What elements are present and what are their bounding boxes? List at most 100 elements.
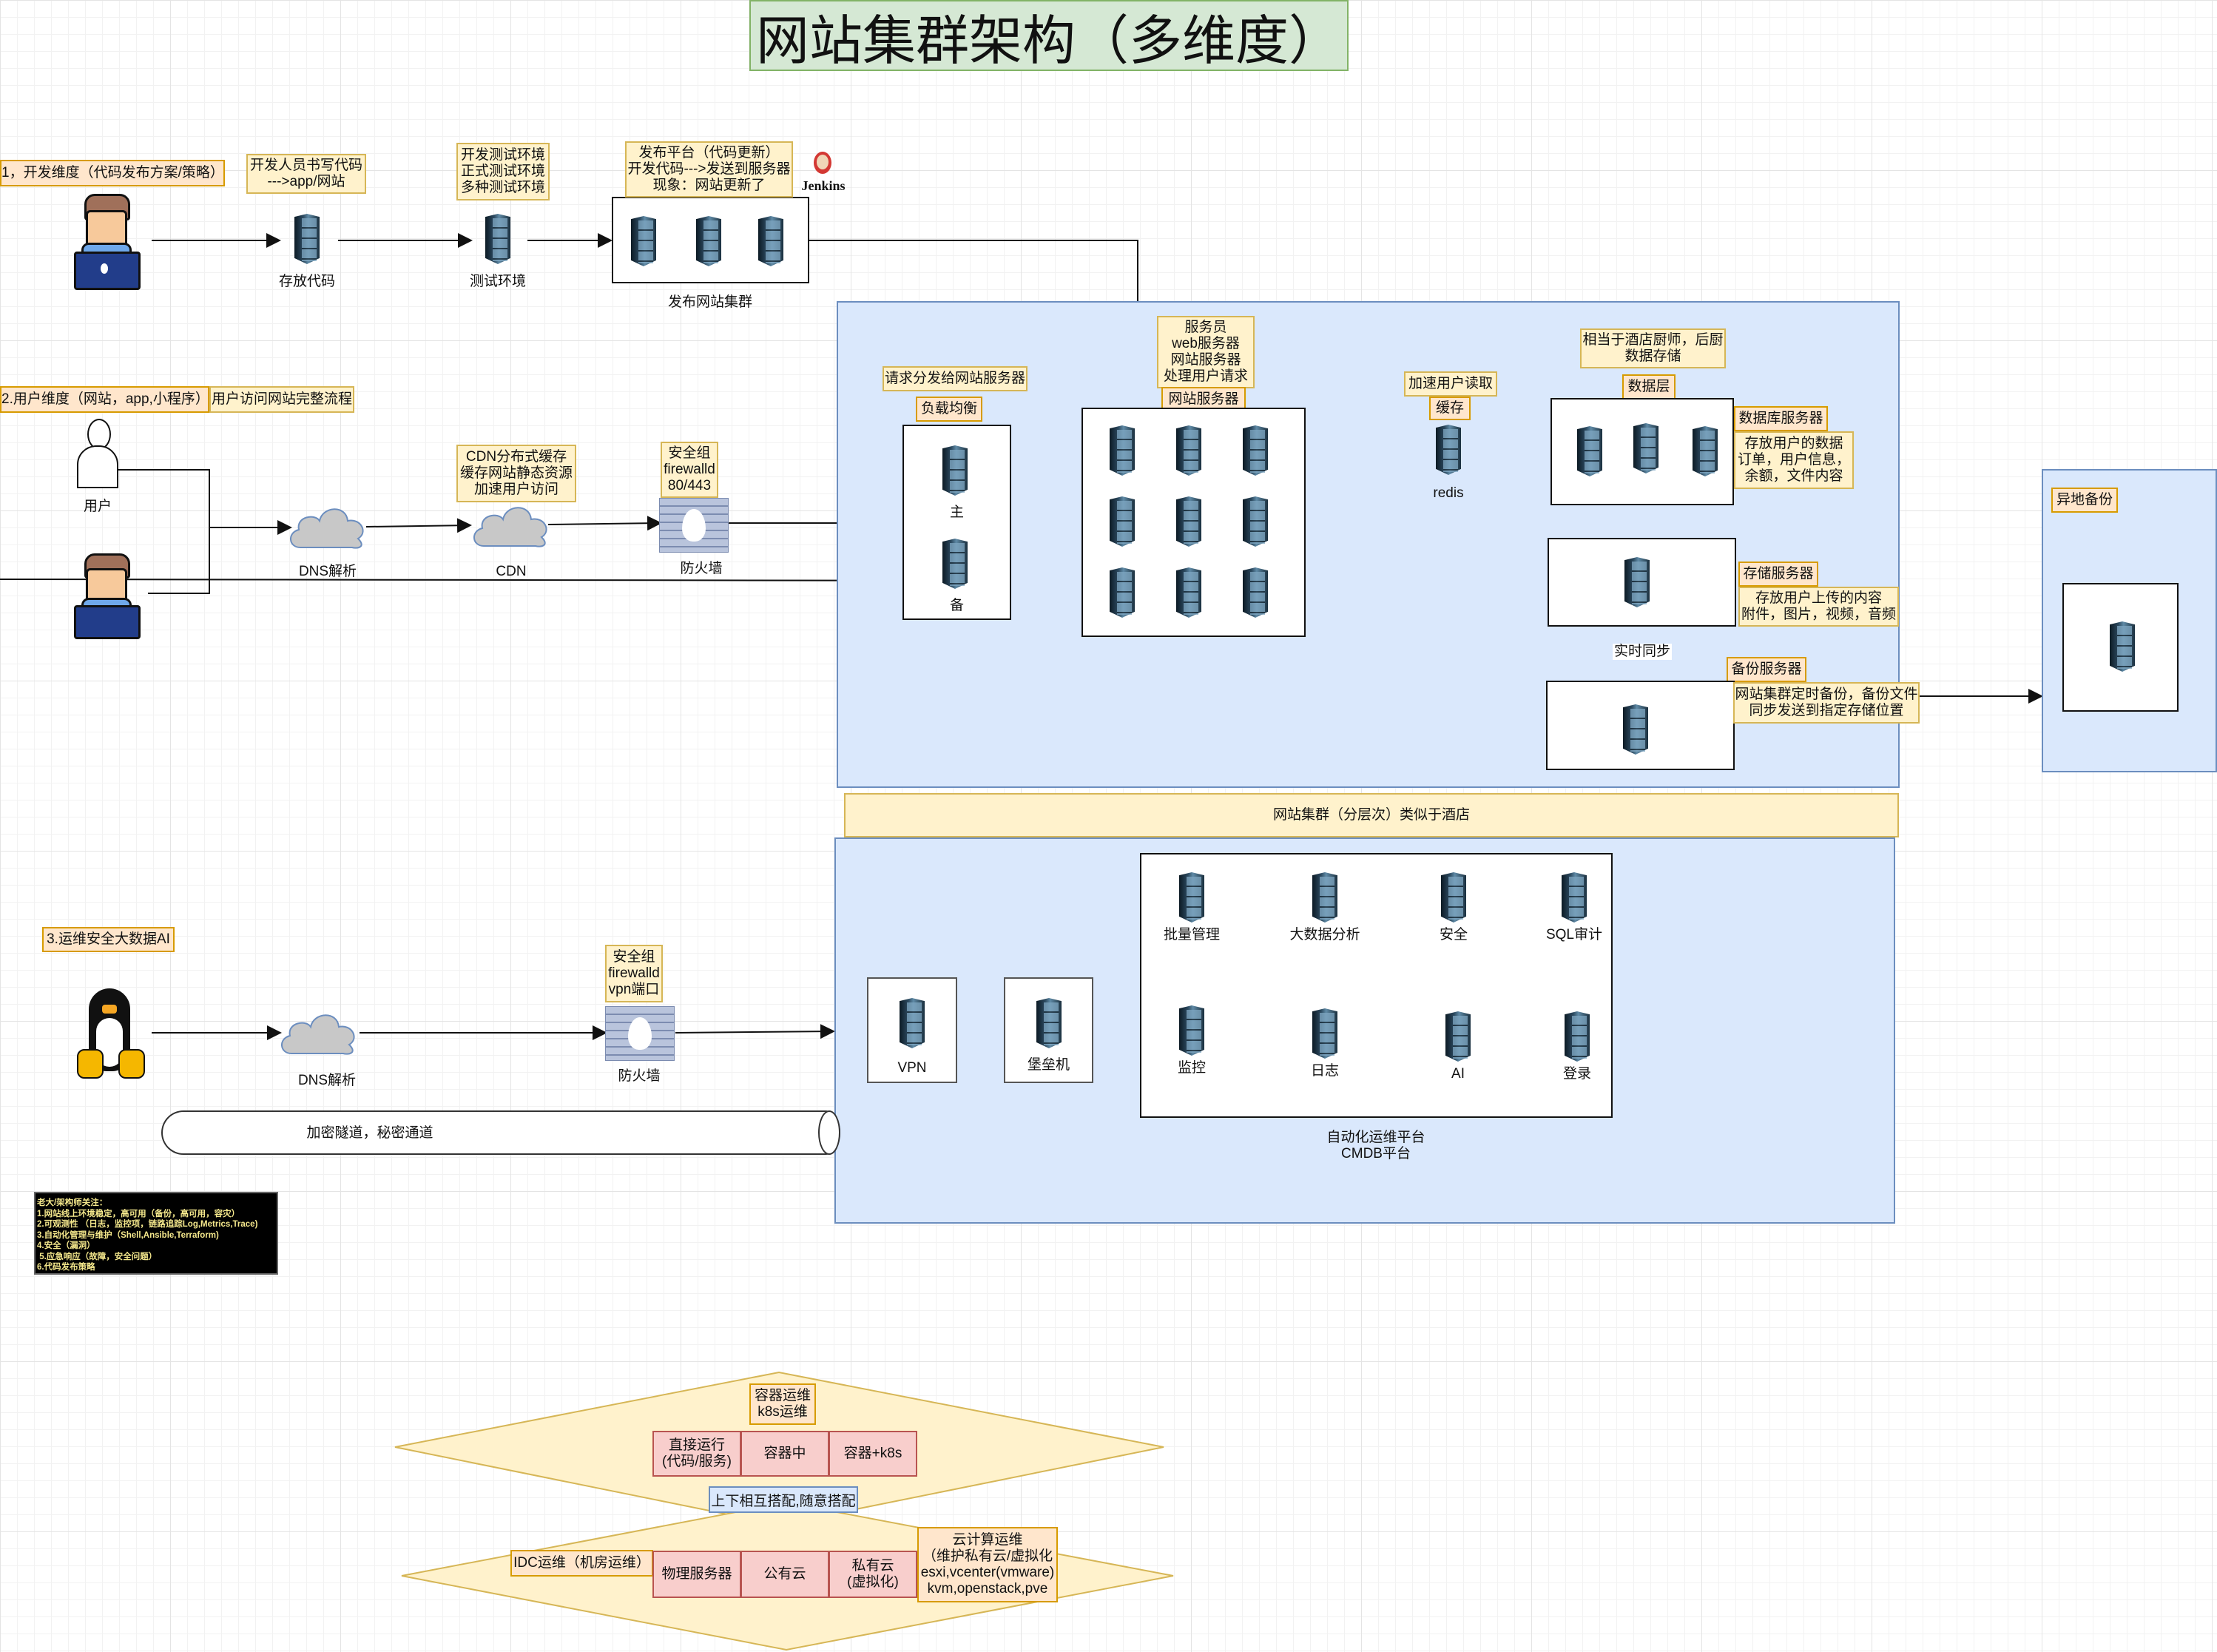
load-balancer-box: 主 备 (902, 425, 1011, 620)
container-cell[interactable]: 容器中 (740, 1431, 829, 1477)
note-publish-platform: 发布平台（代码更新） 开发代码--->发送到服务器 现象：网站更新了 (625, 141, 793, 198)
idc-ops-tag: IDC运维（机房运维） (510, 1550, 653, 1577)
cache-tag: 缓存 (1429, 397, 1471, 420)
ops-section-label: 3.运维安全大数据AI (42, 927, 175, 952)
server-icon (754, 212, 788, 271)
redis-server-icon (1431, 420, 1465, 479)
architect-note-item: 1.网站线上环境稳定，高可用（备份，高可用，容灾） (37, 1209, 240, 1218)
server-icon (1573, 422, 1607, 481)
server-icon (1557, 868, 1591, 927)
page-title: 网站集群架构（多维度） (749, 0, 1349, 71)
platform-item[interactable]: 批量管理 (1155, 868, 1229, 943)
backup-box (1546, 681, 1735, 770)
server-icon (1688, 422, 1722, 481)
architect-notes: 老大/架构师关注： 1.网站线上环境稳定，高可用（备份，高可用，容灾） 2.可观… (34, 1192, 278, 1275)
server-icon (2105, 617, 2139, 676)
server-icon (1560, 1007, 1594, 1066)
ops-dns-label: DNS解析 (297, 1073, 357, 1088)
publish-cluster-label: 发布网站集群 (667, 294, 752, 310)
publish-cluster-box (612, 197, 809, 283)
server-icon (1172, 421, 1206, 480)
platform-item[interactable]: AI (1421, 1007, 1495, 1082)
server-icon (938, 441, 972, 500)
note-developer: 开发人员书写代码 --->app/网站 (246, 154, 366, 194)
architect-note-item: 5.应急响应（故障，安全问题） (37, 1252, 158, 1261)
infra-cell[interactable]: 物理服务器 (652, 1551, 741, 1598)
server-test-label: 测试环境 (469, 274, 526, 289)
server-icon (290, 209, 324, 269)
dns-label: DNS解析 (298, 564, 357, 579)
server-icon (1172, 492, 1206, 551)
server-icon (1172, 563, 1206, 622)
container-cell[interactable]: 直接运行 (代码/服务) (652, 1431, 741, 1477)
web-server-box (1081, 408, 1306, 637)
automation-platform-label: 自动化运维平台 CMDB平台 (1326, 1130, 1425, 1162)
dns-cloud-icon (290, 508, 364, 549)
platform-item[interactable]: SQL审计 (1533, 868, 1615, 943)
combine-label: 上下相互搭配,随意搭配 (709, 1486, 858, 1513)
automation-platform-box: 批量管理 大数据分析 安全 SQL审计 监控 日志 AI 登录 (1140, 853, 1613, 1118)
cdn-cloud-icon (473, 507, 547, 547)
server-icon (1308, 1004, 1342, 1063)
server-icon (1105, 492, 1139, 551)
server-icon (481, 209, 515, 269)
server-icon (895, 994, 929, 1053)
lb-primary-label: 主 (949, 505, 964, 520)
server-icon (1437, 868, 1471, 927)
platform-item[interactable]: 登录 (1544, 1007, 1610, 1082)
database-box (1550, 398, 1734, 505)
bastion-label: 堡垒机 (1027, 1057, 1070, 1073)
cache-note: 加速用户读取 (1404, 371, 1497, 397)
firewall-label: 防火墙 (680, 561, 723, 576)
server-icon (627, 212, 661, 271)
server-icon (1105, 563, 1139, 622)
developer-avatar-icon (71, 194, 141, 290)
firewall-note: 安全组 firewalld 80/443 (661, 442, 718, 498)
server-icon (1620, 553, 1654, 612)
offsite-box (2062, 583, 2179, 712)
server-icon (1619, 700, 1653, 759)
architect-note-item: 6.代码发布策略 (37, 1263, 95, 1272)
architect-note-item: 3.自动化管理与维护（Shell,Ansible,Terraform) (37, 1230, 219, 1240)
platform-item[interactable]: 监控 (1155, 1001, 1229, 1076)
linux-penguin-icon (74, 988, 146, 1079)
platform-item[interactable]: 安全 (1417, 868, 1491, 943)
dev-section-label: 1，开发维度（代码发布方案/策略） (0, 160, 225, 186)
data-layer-note: 相当于酒店厨师，后厨 数据存储 (1580, 328, 1726, 368)
server-icon (692, 212, 726, 271)
server-icon (1105, 421, 1139, 480)
server-icon (1175, 868, 1209, 927)
architect-notes-title: 老大/架构师关注： (37, 1198, 108, 1207)
db-tag: 数据库服务器 (1734, 406, 1828, 431)
lb-note: 请求分发给网站服务器 (883, 366, 1027, 391)
server-icon (1238, 563, 1272, 622)
cdn-note: CDN分布式缓存 缓存网站静态资源 加速用户访问 (456, 445, 576, 502)
redis-label: redis (1433, 485, 1464, 501)
server-icon (1441, 1007, 1475, 1066)
ops-firewall-label: 防火墙 (618, 1068, 661, 1084)
sync-label: 实时同步 (1613, 644, 1672, 660)
platform-item[interactable]: 大数据分析 (1284, 868, 1366, 943)
lb-tag: 负载均衡 (916, 397, 982, 422)
infra-cell[interactable]: 公有云 (740, 1551, 829, 1598)
server-icon (1238, 421, 1272, 480)
infra-cell[interactable]: 私有云 (虚拟化) (829, 1551, 917, 1598)
jenkins-logo-icon: Jenkins (797, 152, 849, 196)
server-icon (1238, 492, 1272, 551)
container-ops-tag: 容器运维 k8s运维 (749, 1383, 816, 1425)
vpn-box: VPN (867, 977, 957, 1083)
encrypted-tunnel: 加密隧道，秘密通道 (161, 1110, 840, 1155)
user-section-label: 2.用户维度（网站，app,小程序） (0, 386, 209, 413)
jenkins-label: Jenkins (801, 178, 846, 193)
storage-note: 存放用户上传的内容 附件，图片，视频，音频 (1738, 587, 1899, 627)
note-test-envs: 开发测试环境 正式测试环境 多种测试环境 (456, 143, 550, 200)
container-cell[interactable]: 容器+k8s (829, 1431, 917, 1477)
ops-firewall-icon (605, 1006, 675, 1061)
data-layer-tag: 数据层 (1622, 374, 1676, 399)
server-code-label: 存放代码 (278, 274, 335, 289)
vpn-label: VPN (897, 1060, 927, 1076)
bastion-box: 堡垒机 (1004, 977, 1093, 1083)
platform-item[interactable]: 日志 (1288, 1004, 1362, 1079)
db-note: 存放用户的数据 订单，用户信息， 余额，文件内容 (1734, 431, 1854, 489)
firewall-icon (659, 498, 729, 553)
